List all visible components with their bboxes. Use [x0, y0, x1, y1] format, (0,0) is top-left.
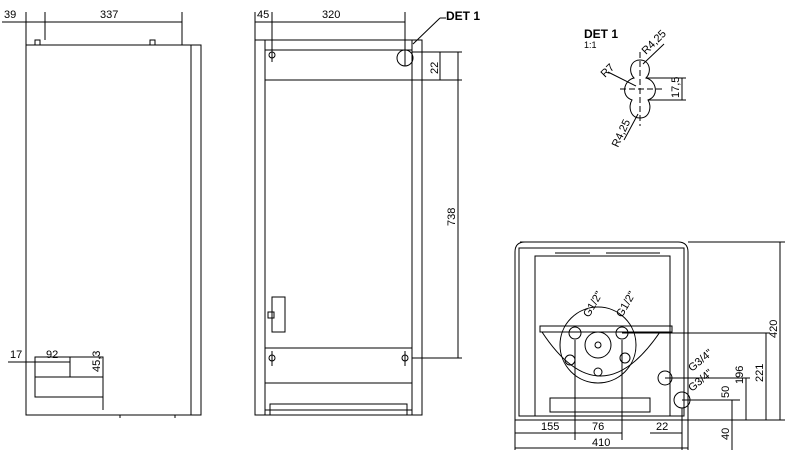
- side-view: [2, 12, 202, 418]
- dim-detail-17-5: 17,5: [670, 77, 682, 98]
- detail-callout-label: DET 1: [446, 9, 480, 23]
- dim-front-738: 738: [446, 208, 458, 226]
- dim-side-337: 337: [100, 9, 118, 21]
- dim-155: 155: [541, 421, 559, 433]
- front-body: [254, 39, 423, 416]
- dim-side-45-3: 45,3: [91, 351, 103, 372]
- dim-front-45: 45: [257, 9, 269, 21]
- dim-420: 420: [768, 320, 780, 338]
- dim-196: 196: [734, 366, 746, 384]
- dim-40: 40: [720, 428, 732, 440]
- pump-circle: [559, 306, 637, 384]
- dim-side-17: 17: [10, 349, 22, 361]
- bottom-view: [514, 241, 785, 450]
- door-handle: [271, 296, 286, 333]
- dim-side-92: 92: [46, 349, 58, 361]
- label-g12-right: G1/2": [614, 289, 638, 319]
- dim-50: 50: [720, 386, 732, 398]
- detail-title: DET 1: [584, 27, 618, 41]
- detail-view: [607, 43, 686, 141]
- front-panel: [264, 79, 413, 349]
- detail-scale: 1:1: [584, 40, 597, 50]
- label-g34-upper: G3/4": [686, 347, 715, 374]
- side-body: [25, 44, 202, 416]
- dim-detail-r7: R7: [599, 62, 617, 80]
- dim-side-39: 39: [4, 9, 16, 21]
- dim-front-320: 320: [322, 9, 340, 21]
- dim-76: 76: [592, 421, 604, 433]
- dim-221: 221: [754, 364, 766, 382]
- dim-front-22: 22: [429, 62, 441, 74]
- dim-22: 22: [656, 421, 668, 433]
- front-view: [254, 12, 462, 416]
- bottom-outline: [514, 241, 689, 421]
- dim-410: 410: [592, 437, 610, 449]
- dim-detail-r4-25-bottom: R4,25: [610, 118, 633, 150]
- pipe-g12-left: [568, 326, 582, 340]
- label-g12-left: G1/2": [581, 289, 605, 319]
